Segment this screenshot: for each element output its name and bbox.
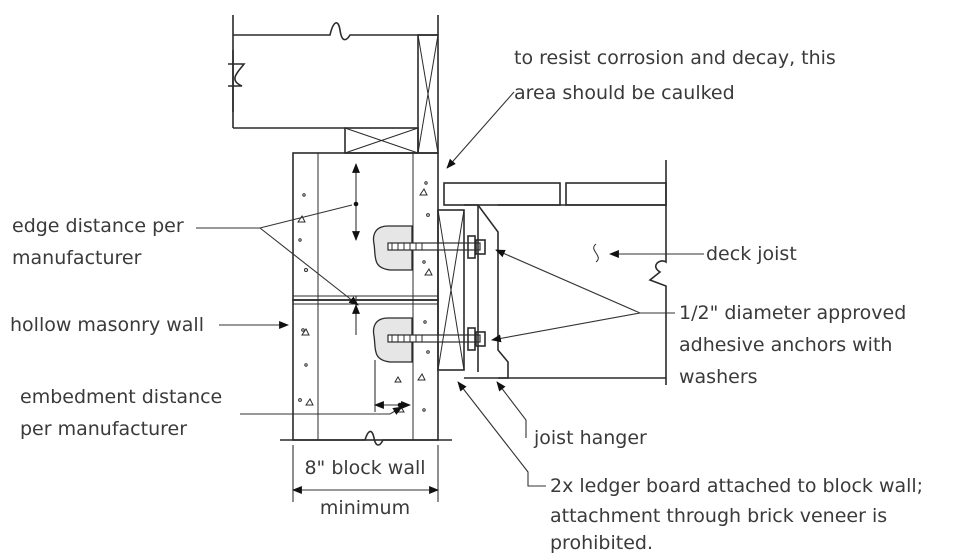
masonry-wall-label: hollow masonry wall <box>10 314 204 336</box>
anchor-label-line2: adhesive anchors with <box>679 334 892 356</box>
leaders <box>196 91 704 487</box>
anchor-label-line1: 1/2" diameter approved <box>679 302 906 324</box>
labels: to resist corrosion and decay, this area… <box>10 47 923 554</box>
block-wall-label-line2: minimum <box>320 497 410 519</box>
ledger-label-line3: prohibited. <box>550 532 653 554</box>
edge-distance-label-line2: manufacturer <box>12 247 142 269</box>
embedment-dimension <box>374 360 411 412</box>
block-wall-dimension <box>292 445 439 502</box>
deck-joist-label: deck joist <box>706 243 797 265</box>
upper-framing <box>228 15 439 154</box>
caulk-note-line1: to resist corrosion and decay, this <box>514 47 836 69</box>
joist-hanger-label: joist hanger <box>533 427 647 449</box>
joist-hanger-shape <box>464 204 509 379</box>
ledger-board <box>437 209 465 371</box>
edge-distance-label-line1: edge distance per <box>12 215 184 237</box>
anchor-label-line3: washers <box>679 366 758 388</box>
block-wall <box>280 152 452 446</box>
ledger-label-line1: 2x ledger board attached to block wall; <box>550 475 923 497</box>
block-wall-label-line1: 8" block wall <box>304 457 425 479</box>
ledger-label-line2: attachment through brick veneer is <box>550 505 887 527</box>
embedment-label-line2: per manufacturer <box>20 418 187 440</box>
embedment-label-line1: embedment distance <box>20 386 222 408</box>
deck-joist-shape <box>443 160 667 385</box>
edge-distance-dimension <box>352 163 360 335</box>
adhesive-anchors <box>372 225 486 363</box>
caulk-note-line2: area should be caulked <box>514 82 735 104</box>
